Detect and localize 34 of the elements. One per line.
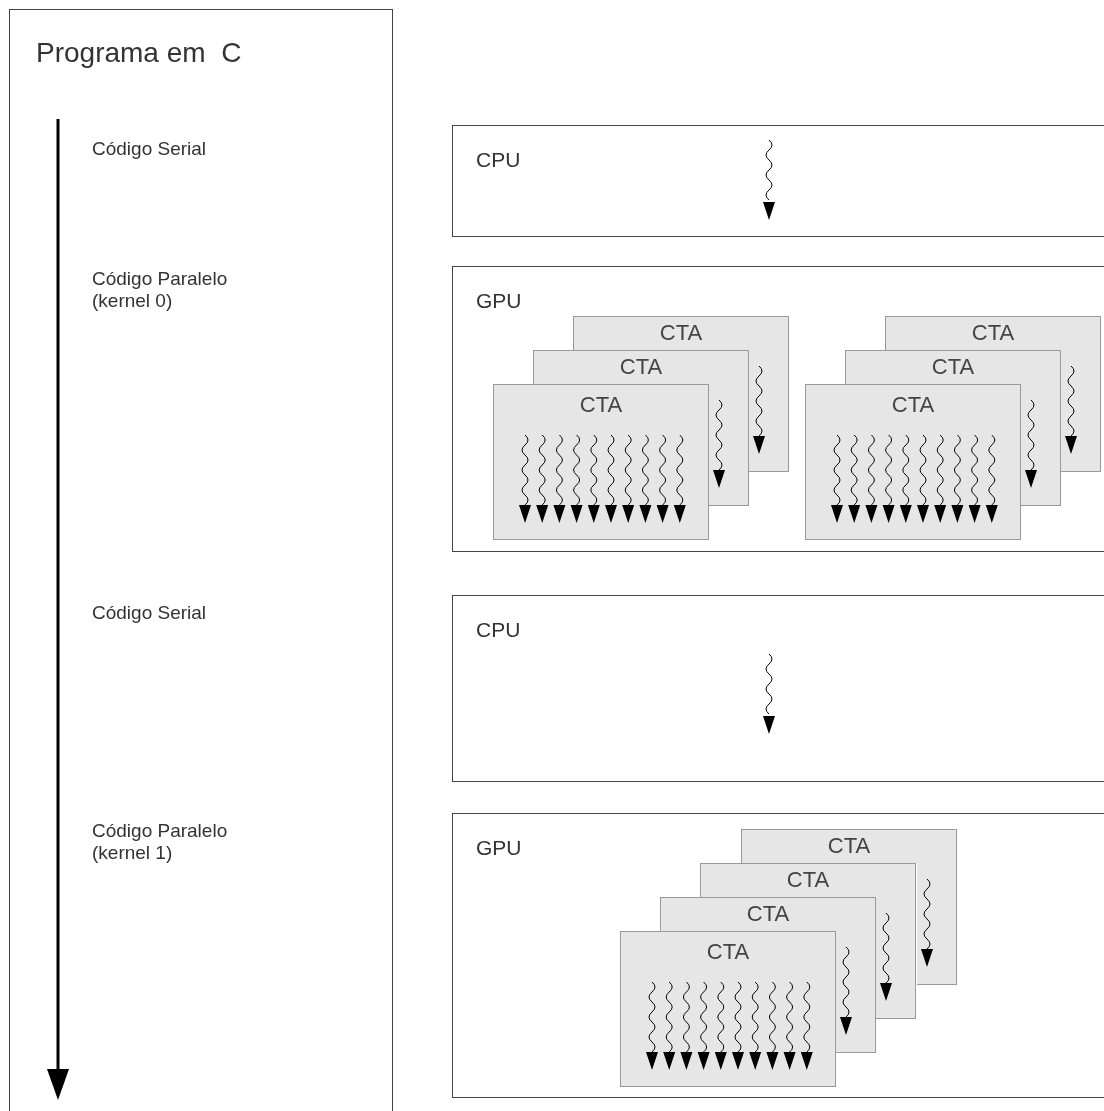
cpu-panel — [452, 595, 1104, 782]
processor-label: CPU — [476, 148, 521, 172]
processor-label: GPU — [476, 289, 522, 313]
processor-label: CPU — [476, 618, 521, 642]
cta-card — [700, 863, 916, 897]
cta-label: CTA — [826, 834, 872, 858]
cta-label: CTA — [618, 355, 664, 379]
gpu-panel — [452, 813, 1104, 1098]
cta-card — [493, 384, 709, 540]
panel-title: Programa em C — [36, 36, 242, 70]
program-panel — [9, 9, 393, 1111]
cta-card — [533, 350, 749, 384]
code-section-label: Código Paralelo (kernel 1) — [92, 820, 229, 864]
cta-card — [620, 931, 836, 1087]
cta-label: CTA — [930, 355, 976, 379]
gpu-panel — [452, 266, 1104, 552]
cta-card — [845, 350, 1061, 384]
cta-label: CTA — [658, 321, 704, 345]
cta-label: CTA — [785, 868, 831, 892]
cta-card — [885, 316, 1101, 350]
cta-card — [660, 897, 876, 931]
cpu-panel — [452, 125, 1104, 237]
code-section-label: Código Paralelo (kernel 0) — [92, 268, 229, 312]
code-section-label: Código Serial — [92, 138, 208, 160]
cta-card — [805, 384, 1021, 540]
cta-card — [741, 829, 957, 863]
cta-label: CTA — [705, 940, 751, 964]
cta-label: CTA — [745, 902, 791, 926]
cta-card — [573, 316, 789, 350]
cta-label: CTA — [890, 393, 936, 417]
processor-label: GPU — [476, 836, 522, 860]
cta-label: CTA — [578, 393, 624, 417]
cta-label: CTA — [970, 321, 1016, 345]
code-section-label: Código Serial — [92, 602, 208, 624]
